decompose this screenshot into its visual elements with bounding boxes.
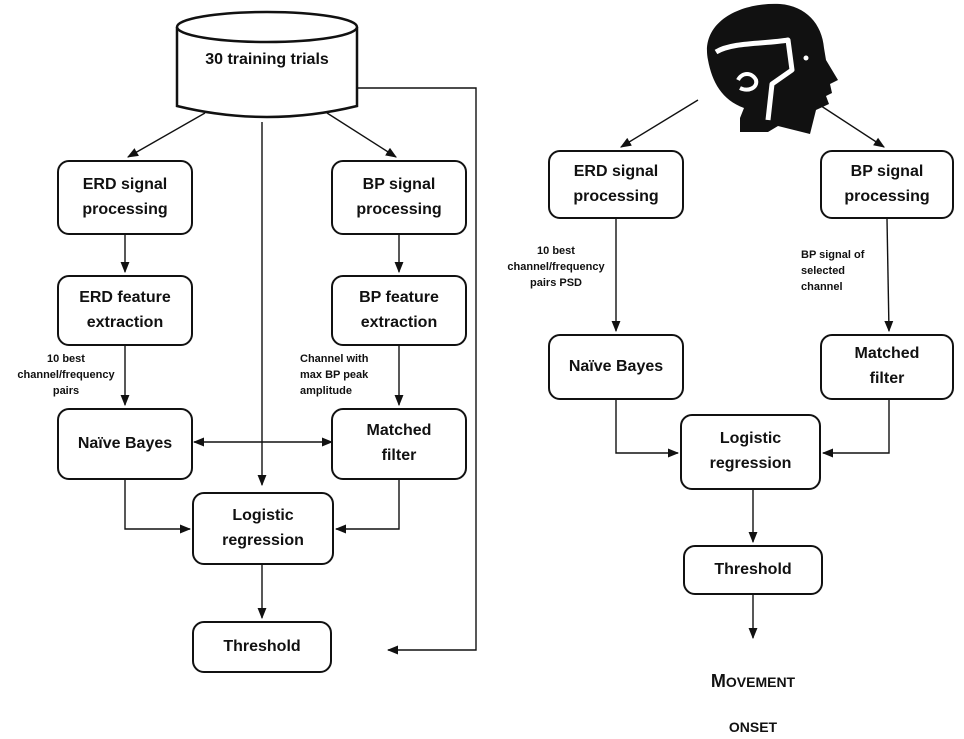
right-naive-bayes: Naïve Bayes — [548, 334, 684, 400]
right-bp-signal-processing: BP signal processing — [820, 150, 954, 219]
right-bp-note: BP signal of selected channel — [801, 249, 865, 293]
right-erd-note: 10 best channel/frequency pairs PSD — [507, 245, 605, 289]
right-logistic-regression: Logistic regression — [680, 414, 821, 490]
left-logistic-regression: Logistic regression — [192, 492, 334, 565]
left-erd-feature-extraction: ERD feature extraction — [57, 275, 193, 346]
arrow-r-bp-to-mf — [884, 218, 894, 333]
arrow-head-to-erd — [620, 99, 699, 148]
arrow-mf-to-logistic — [334, 480, 400, 534]
onset-line1-rest: OVEMENT — [725, 673, 796, 690]
left-bp-feature-note: Channel with max BP peak amplitude — [300, 353, 369, 397]
left-bp-feature-extraction: BP feature extraction — [331, 275, 467, 346]
arrow-db-to-threshold — [357, 87, 477, 655]
left-naive-bayes: Naïve Bayes — [57, 408, 193, 480]
left-erd-signal-processing: ERD signal processing — [57, 160, 193, 235]
left-matched-filter: Matched filter — [331, 408, 467, 480]
training-trials-database: 30 training trials — [205, 51, 329, 68]
database-cylinder-icon — [175, 10, 359, 119]
left-bp-signal-processing: BP signal processing — [331, 160, 467, 235]
head-with-helmet-icon — [706, 3, 838, 135]
right-threshold: Threshold — [683, 545, 823, 595]
onset-initial: M — [710, 670, 726, 691]
arrow-head-to-bp — [811, 99, 885, 148]
left-erd-feature-note: 10 best channel/frequency pairs — [17, 353, 115, 397]
onset-line2: ONSET — [728, 719, 778, 736]
arrow-db-to-erd — [127, 112, 206, 158]
left-threshold: Threshold — [192, 621, 332, 673]
arrow-r-mf-to-logistic — [821, 400, 890, 458]
arrow-r-nb-to-logistic — [615, 400, 680, 458]
right-matched-filter: Matched filter — [820, 334, 954, 400]
flowchart-connectors — [120, 3, 894, 655]
right-erd-signal-processing: ERD signal processing — [548, 150, 684, 219]
arrow-nb-to-logistic — [124, 480, 192, 534]
arrow-db-to-bp — [326, 112, 397, 158]
movement-onset-label: MOVEMENT ONSET — [693, 646, 813, 739]
